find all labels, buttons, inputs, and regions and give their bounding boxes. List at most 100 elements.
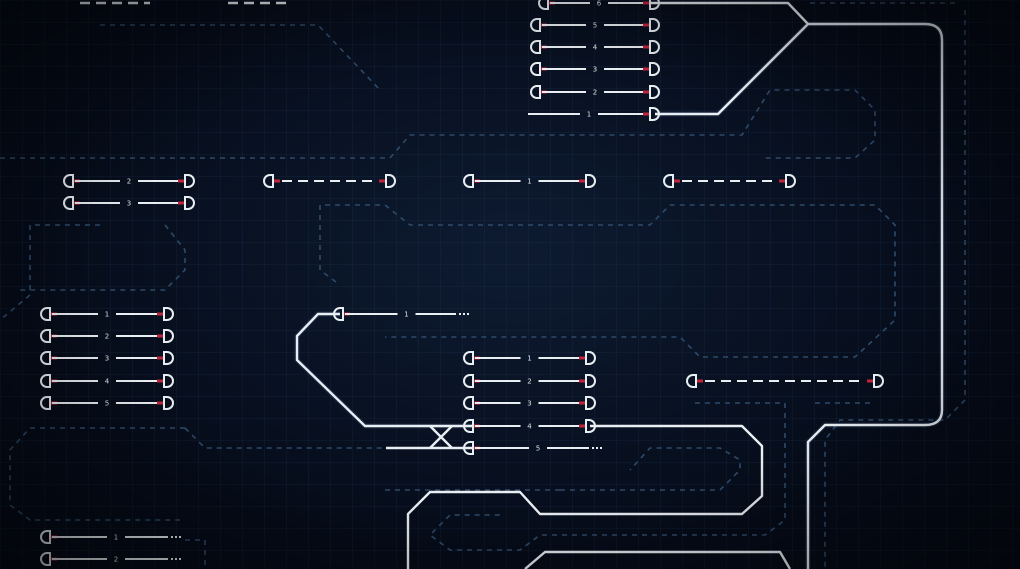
platform-row[interactable]: 2 [40, 552, 182, 566]
buffer-stop-icon [40, 552, 51, 566]
buffer-stop-icon [40, 374, 51, 388]
buffer-stop-icon [163, 351, 174, 365]
buffer-stop-icon [585, 396, 596, 410]
platform-number: 4 [105, 378, 110, 386]
signal-light [579, 379, 585, 383]
platform-row[interactable]: 1 [40, 530, 182, 544]
track-line [524, 550, 792, 569]
signal-light [157, 356, 163, 360]
platform-number: 3 [593, 66, 597, 74]
signal-light [643, 23, 649, 27]
platform-row[interactable]: 6 [538, 0, 660, 10]
platform-layer[interactable]: 6 5 4 3 2 1 2 3 1 1 2 3 4 5 1 2 3 4 5 1 1 2 [40, 0, 884, 566]
platform-number: 1 [527, 355, 531, 363]
buffer-stop-icon [163, 396, 174, 410]
buffer-stop-icon [463, 374, 474, 388]
platform-row[interactable]: 1 [528, 107, 660, 121]
buffer-stop-icon [686, 374, 697, 388]
platform-row[interactable]: 2 [463, 374, 596, 388]
platform-row[interactable]: 3 [530, 62, 660, 76]
platform-number: 1 [404, 311, 408, 319]
platform-number: 2 [105, 333, 109, 341]
platform-row[interactable]: 2 [63, 174, 195, 188]
buffer-stop-icon [263, 174, 274, 188]
buffer-stop-icon [163, 329, 174, 343]
platform-number: 2 [527, 378, 531, 386]
platform-row[interactable]: 4 [530, 40, 660, 54]
platform-row[interactable]: 5 [40, 396, 174, 410]
platform-row[interactable]: 2 [530, 85, 660, 99]
signal-light [579, 179, 585, 183]
signal-light [379, 179, 385, 183]
buffer-stop-icon [649, 40, 660, 54]
signal-light [274, 179, 280, 183]
signal-light [157, 401, 163, 405]
buffer-stop-icon [663, 174, 674, 188]
buffer-stop-icon [40, 351, 51, 365]
signal-light [697, 379, 703, 383]
buffer-stop-icon [163, 374, 174, 388]
guide-path [100, 24, 381, 91]
platform-number: 5 [593, 22, 597, 30]
signal-light [643, 1, 649, 5]
platform-number: 5 [105, 400, 109, 408]
platform-number: 3 [127, 200, 131, 208]
platform-number: 2 [593, 89, 597, 97]
platform-row[interactable]: 1 [333, 307, 470, 321]
platform-row[interactable]: 5 [463, 441, 603, 455]
buffer-stop-icon [184, 174, 195, 188]
platform-number: 3 [527, 400, 531, 408]
buffer-stop-icon [649, 85, 660, 99]
buffer-stop-icon [63, 196, 74, 210]
platform-row[interactable]: 1 [463, 174, 596, 188]
buffer-stop-icon [585, 174, 596, 188]
platform-row[interactable]: 3 [40, 351, 174, 365]
platform-number: 1 [527, 178, 531, 186]
platform-number: 2 [114, 556, 118, 564]
platform-row[interactable]: 1 [463, 351, 596, 365]
buffer-stop-icon [63, 174, 74, 188]
buffer-stop-icon [40, 530, 51, 544]
buffer-stop-icon [538, 0, 549, 10]
signal-light [579, 424, 585, 428]
platform-row[interactable]: 1 [40, 307, 174, 321]
platform-number: 2 [127, 178, 131, 186]
platform-number: 5 [536, 445, 540, 453]
platform-row[interactable]: 3 [463, 396, 596, 410]
signal-light [157, 334, 163, 338]
guide-path [319, 204, 380, 286]
track-line [295, 312, 475, 428]
guide-outlines [0, 2, 966, 569]
track-line [650, 1, 809, 25]
buffer-stop-icon [649, 18, 660, 32]
platform-row[interactable]: 4 [463, 419, 596, 433]
platform-number: 1 [114, 534, 118, 542]
track-line [655, 22, 944, 569]
signal-light [779, 179, 785, 183]
platform-row[interactable]: 5 [530, 18, 660, 32]
empty-platform[interactable] [263, 174, 396, 188]
signal-light [643, 90, 649, 94]
guide-path [384, 204, 896, 358]
guide-path [185, 539, 206, 569]
platform-row[interactable]: 4 [40, 374, 174, 388]
platform-number: 1 [587, 111, 591, 119]
platform-row[interactable]: 2 [40, 329, 174, 343]
platform-number: 3 [105, 355, 109, 363]
empty-platform[interactable] [663, 174, 796, 188]
signal-light [867, 379, 873, 383]
track-network[interactable] [80, 1, 945, 569]
signal-light [178, 179, 184, 183]
platform-row[interactable]: 3 [63, 196, 195, 210]
buffer-stop-icon [530, 85, 541, 99]
empty-platform[interactable] [686, 374, 884, 388]
guide-path [20, 224, 186, 291]
platform-number: 4 [593, 44, 598, 52]
signal-light [674, 179, 680, 183]
signal-light [643, 67, 649, 71]
buffer-stop-icon [585, 351, 596, 365]
buffer-stop-icon [530, 40, 541, 54]
buffer-stop-icon [649, 0, 660, 10]
